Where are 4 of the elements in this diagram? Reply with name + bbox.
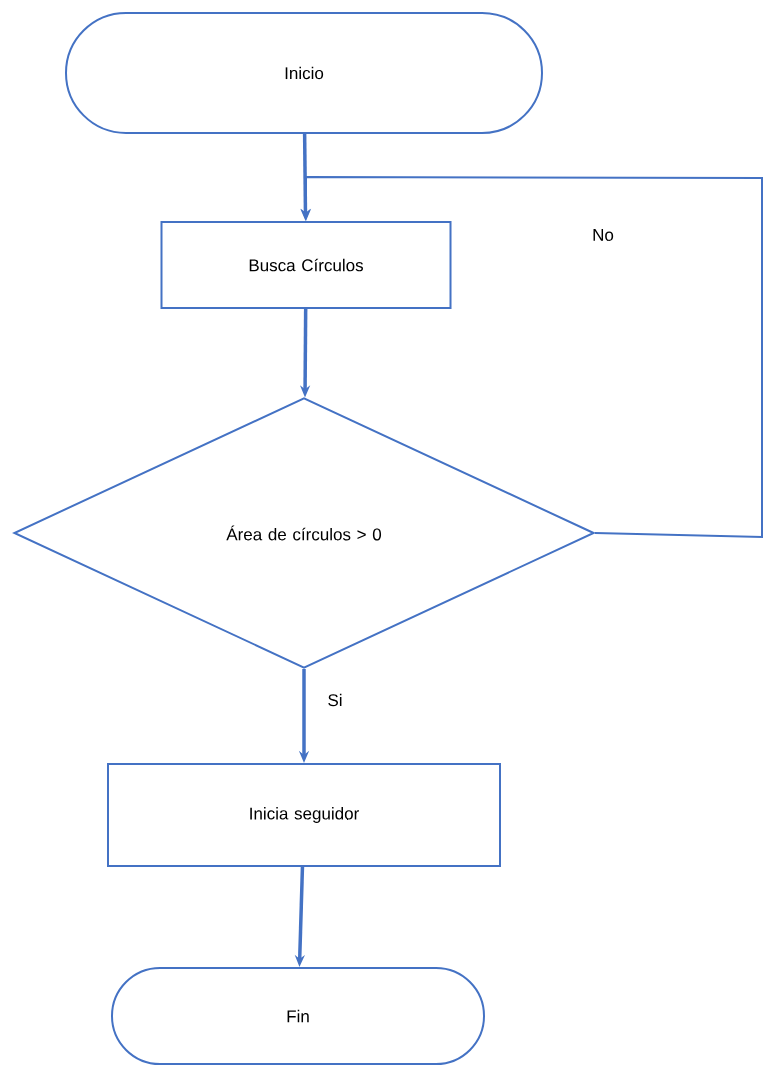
edge-label: No [590,227,616,243]
process-box: Busca Círculos [160,221,452,309]
process-box: Inicia seguidor [107,763,501,867]
edge-label: Si [325,691,345,709]
